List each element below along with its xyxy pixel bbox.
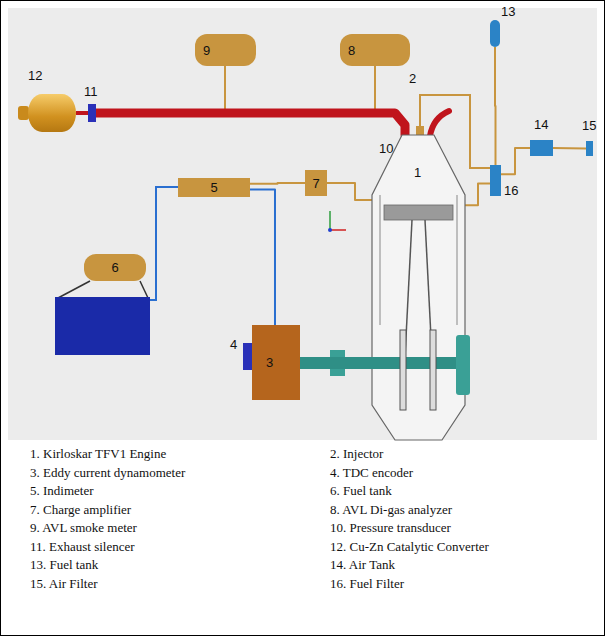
fuel-line (465, 184, 490, 206)
crank-web (430, 330, 436, 410)
legend-entry: 15. Air Filter (30, 576, 98, 591)
air-line (501, 148, 530, 174)
instrument-box: 9 (195, 34, 256, 66)
legend-entry: 1. Kirloskar TFV1 Engine (30, 446, 166, 461)
image-ground (8, 8, 597, 440)
axis-icon (329, 211, 331, 230)
piston (384, 205, 453, 220)
encoder-symbol: 4 (243, 343, 252, 370)
signal-line (250, 189, 275, 325)
silencer-symbol: 11 (88, 104, 96, 122)
axis-icon (330, 229, 346, 231)
fuel-filter-symbol: 16 (490, 165, 501, 196)
fuel-tank-symbol: 13 (490, 20, 500, 47)
callout-number: 2 (409, 71, 416, 86)
air-filter-symbol: 15 (586, 141, 593, 156)
instrument-box: 7 (305, 170, 327, 196)
hanger-line (58, 281, 90, 298)
legend-entry: 5. Indimeter (30, 483, 94, 498)
callout-number: 8 (348, 43, 355, 58)
callout-number: 6 (111, 260, 118, 275)
callout-number: 11 (84, 84, 98, 99)
callout-number: 5 (210, 180, 217, 195)
exhaust-pipe (96, 113, 405, 135)
engine: 1 (372, 135, 465, 440)
fuel-tank-symbol (55, 297, 150, 355)
signal-line (327, 183, 372, 200)
engine-outline (372, 135, 465, 440)
callout-number: 3 (266, 355, 273, 370)
probe-line (374, 66, 376, 109)
legend-entry: 12. Cu-Zn Catalytic Converter (330, 539, 489, 554)
callout-number: 12 (28, 68, 42, 83)
legend-entry: 8. AVL Di-gas analyzer (330, 502, 452, 517)
probe-line (224, 66, 226, 109)
dynamometer: 3 (252, 325, 300, 400)
legend-entry: 7. Charge amplifier (30, 502, 131, 517)
fuel-line (494, 47, 497, 165)
crank-web (400, 330, 406, 410)
legend-entry: 16. Fuel Filter (330, 576, 404, 591)
exhaust-pipe (76, 111, 88, 115)
instrument-box: 6 (84, 254, 146, 281)
hanger-line (140, 281, 148, 298)
legend-entry: 14. Air Tank (330, 557, 395, 572)
legend-entry: 6. Fuel tank (330, 483, 392, 498)
air-line (553, 147, 586, 150)
callout-number: 16 (504, 183, 518, 198)
callout-number: 13 (501, 4, 515, 19)
flywheel (456, 335, 470, 395)
callout-number: 10 (379, 141, 393, 156)
legend-entry: 2. Injector (330, 446, 383, 461)
legend-entry: 13. Fuel tank (30, 557, 98, 572)
fuel-line (150, 187, 178, 300)
callout-number: 15 (582, 118, 596, 133)
callout-number: 9 (203, 43, 210, 58)
legend-entry: 4. TDC encoder (330, 465, 413, 480)
instrument-box: 8 (340, 34, 410, 66)
intake-pipe (430, 111, 449, 136)
legend-entry: 9. AVL smoke meter (30, 520, 137, 535)
air-tank-symbol: 14 (530, 140, 553, 156)
callout-number: 4 (230, 337, 237, 352)
callout-number: 7 (312, 176, 319, 191)
signal-line (250, 182, 305, 185)
callout-number: 14 (534, 117, 548, 132)
legend-entry: 10. Pressure transducer (330, 520, 451, 535)
instrument-box: 5 (178, 178, 250, 197)
legend-entry: 3. Eddy current dynamometer (30, 465, 185, 480)
callout-number: 1 (414, 165, 421, 180)
legend-entry: 11. Exhaust silencer (30, 539, 135, 554)
axis-icon (328, 228, 332, 232)
catalytic-converter: 12 (28, 94, 76, 132)
